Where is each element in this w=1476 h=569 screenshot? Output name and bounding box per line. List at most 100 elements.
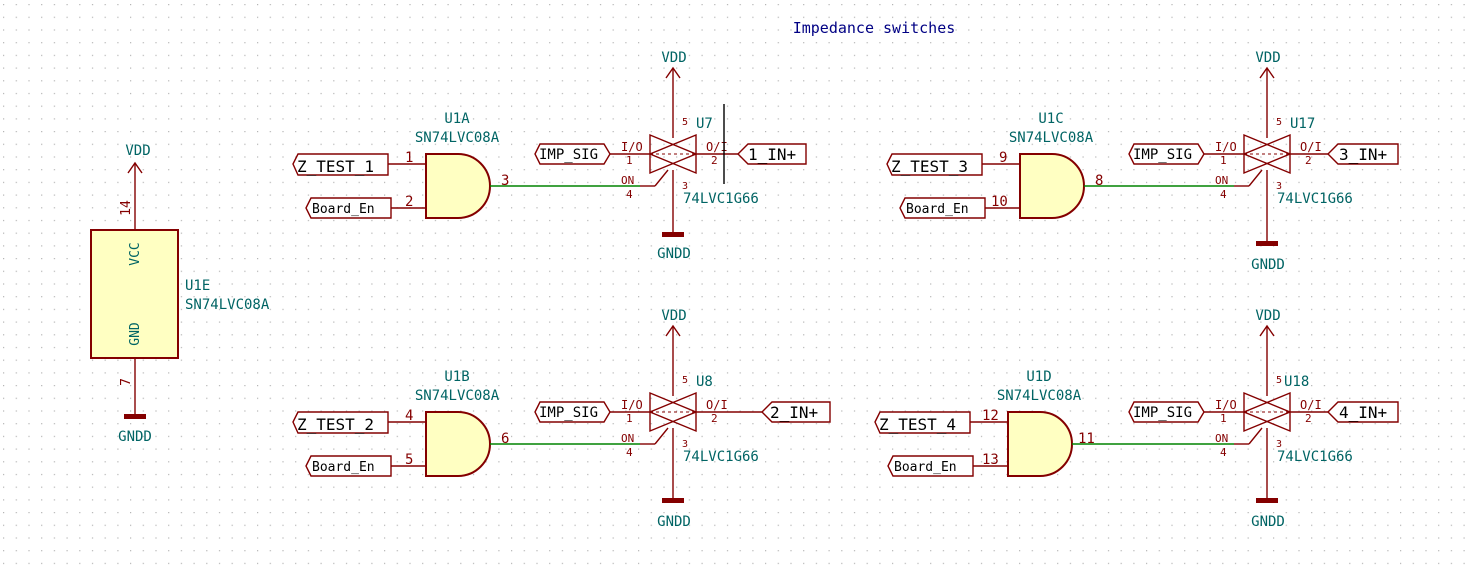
power-flag-vdd: VDD (125, 143, 150, 159)
switch-pin-vcc-num: 5 (682, 117, 688, 128)
ground-symbol (1256, 498, 1278, 503)
ground-symbol (124, 414, 146, 419)
pin-number-vcc: 14 (119, 200, 134, 216)
switch-pin-oi-num: 2 (711, 412, 718, 425)
pin-name-gnd: GND (128, 322, 143, 346)
switch-pin-vcc-num: 5 (682, 375, 688, 386)
power-flag-gndd: GNDD (657, 246, 691, 262)
switch-pin-io: I/O (621, 140, 643, 154)
switch-ref: U17 (1290, 116, 1315, 132)
ground-symbol (662, 498, 684, 503)
and-gate[interactable] (1007, 411, 1073, 477)
switch-pin-on-num: 4 (1220, 188, 1227, 201)
power-unit-value: SN74LVC08A (185, 297, 270, 313)
label-board-en-text: Board_En (312, 460, 375, 475)
label-imp-sig-text: IMP_SIG (539, 147, 598, 163)
label-board-en-text: Board_En (906, 202, 969, 217)
switch-pin-oi-num: 2 (711, 154, 718, 167)
gate-ref: U1D (1026, 369, 1051, 385)
label-imp-sig-text: IMP_SIG (1133, 147, 1192, 163)
switch-pin-gnd-num: 3 (1276, 439, 1282, 450)
switch-pin-on-num: 4 (626, 446, 633, 459)
and-gate[interactable] (425, 411, 491, 477)
power-flag-vdd: VDD (1255, 50, 1280, 66)
label-imp-sig-text: IMP_SIG (539, 405, 598, 421)
switch-pin-io-num: 1 (1220, 154, 1227, 167)
gate-pin-out: 3 (501, 173, 509, 189)
label-out-text: 4_IN+ (1339, 403, 1387, 422)
power-flag-gndd: GNDD (118, 429, 152, 445)
switch-pin-oi-num: 2 (1305, 412, 1312, 425)
label-out[interactable] (1327, 143, 1399, 165)
label-board-en-text: Board_En (894, 460, 957, 475)
power-unit-u1e[interactable]: VDD 14 VCC GND 7 GNDD U1E SN74LVC08A (90, 143, 270, 445)
switch-ref: U8 (696, 374, 713, 390)
gate-ref: U1A (444, 111, 470, 127)
switch-pin-io-num: 1 (626, 412, 633, 425)
label-board-en-text: Board_En (312, 202, 375, 217)
switch-pin-vcc-num: 5 (1276, 117, 1282, 128)
switch-pin-oi: O/I (706, 398, 728, 412)
label-out[interactable] (1327, 401, 1399, 423)
switch-pin-oi: O/I (1300, 398, 1322, 412)
gate-pin-a: 12 (982, 408, 999, 424)
label-out-text: 2_IN+ (770, 403, 818, 422)
switch-ref: U7 (696, 116, 713, 132)
label-z-test-text: Z_TEST_1 (297, 157, 374, 176)
gate-pin-b: 2 (405, 194, 413, 210)
switch-pin-vcc-num: 5 (1276, 375, 1282, 386)
label-z-test-text: Z_TEST_3 (891, 157, 968, 176)
switch-pin-io: I/O (1215, 398, 1237, 412)
gate-value: SN74LVC08A (1009, 130, 1094, 146)
switch-pin-io-num: 1 (626, 154, 633, 167)
channel-3: Z_TEST_3 9 Board_En 10 U1C SN74LVC08A 8 … (886, 50, 1399, 273)
gate-value: SN74LVC08A (415, 130, 500, 146)
label-z-test-text: Z_TEST_2 (297, 415, 374, 434)
and-gate[interactable] (425, 153, 491, 219)
gate-pin-out: 11 (1078, 431, 1095, 447)
pin-name-vcc: VCC (128, 242, 143, 265)
gate-ref: U1B (444, 369, 469, 385)
channel-2: Z_TEST_2 4 Board_En 5 U1B SN74LVC08A 6 I… (292, 308, 831, 530)
switch-pin-io: I/O (1215, 140, 1237, 154)
gate-pin-b: 13 (982, 452, 999, 468)
switch-pin-oi: O/I (706, 140, 728, 154)
label-out-text: 3_IN+ (1339, 145, 1387, 164)
gate-pin-out: 8 (1095, 173, 1103, 189)
switch-pin-on: ON (1215, 432, 1228, 445)
label-out-text: 1_IN+ (748, 145, 796, 164)
switch-pin-gnd-num: 3 (682, 181, 688, 192)
label-out[interactable] (761, 401, 831, 423)
gate-pin-a: 1 (405, 150, 413, 166)
gate-pin-b: 5 (405, 452, 413, 468)
power-flag-vdd: VDD (661, 308, 686, 324)
switch-value: 74LVC1G66 (1277, 449, 1353, 465)
sheet-title: Impedance switches (793, 19, 956, 37)
switch-value: 74LVC1G66 (1277, 191, 1353, 207)
switch-pin-gnd-num: 3 (682, 439, 688, 450)
label-z-test-text: Z_TEST_4 (879, 415, 956, 434)
power-flag-gndd: GNDD (1251, 257, 1285, 273)
gate-pin-a: 4 (405, 408, 413, 424)
switch-pin-on: ON (1215, 174, 1228, 187)
gate-pin-out: 6 (501, 431, 509, 447)
power-unit-ref: U1E (185, 278, 210, 294)
power-flag-vdd: VDD (661, 50, 686, 66)
power-unit-body (90, 229, 179, 359)
gate-value: SN74LVC08A (415, 388, 500, 404)
power-flag-gndd: GNDD (1251, 514, 1285, 530)
and-gate[interactable] (1019, 153, 1085, 219)
label-imp-sig-text: IMP_SIG (1133, 405, 1192, 421)
switch-ref: U18 (1284, 374, 1309, 390)
channel-1: Z_TEST_1 1 Board_En 2 U1A SN74LVC08A 3 I… (292, 50, 807, 262)
gate-pin-a: 9 (999, 150, 1007, 166)
switch-pin-gnd-num: 3 (1276, 181, 1282, 192)
switch-pin-on: ON (621, 432, 634, 445)
ground-symbol (1256, 241, 1278, 246)
label-out[interactable] (737, 143, 807, 165)
switch-pin-io-num: 1 (1220, 412, 1227, 425)
pin-number-gnd: 7 (119, 378, 134, 386)
switch-pin-oi: O/I (1300, 140, 1322, 154)
